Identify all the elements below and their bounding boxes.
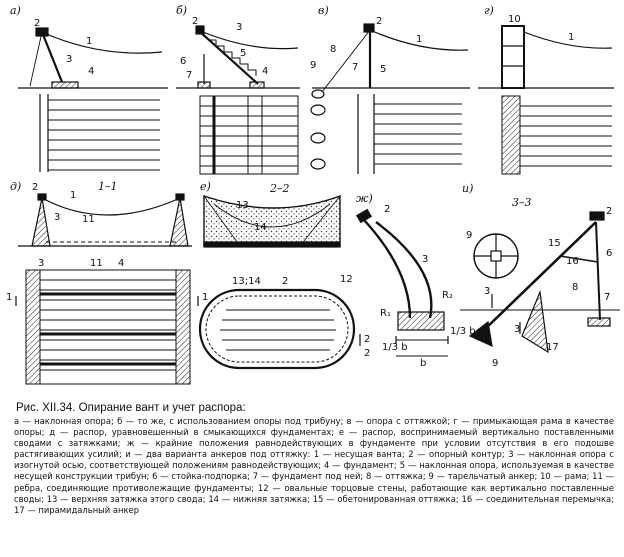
panel-zh xyxy=(355,208,449,357)
num-g-1: 1 xyxy=(568,32,574,43)
num-b-7: 7 xyxy=(186,70,192,81)
diagram-svg: а) б) в) г) д) е) ж) и) 1–1 2–2 3–3 2 1 … xyxy=(6,4,620,385)
num-i-9-plate: 9 xyxy=(466,230,472,241)
num-zh-2: 2 xyxy=(384,204,390,215)
num-zh-R2: R₂ xyxy=(442,290,453,301)
callout-numbers: 2 1 3 4 2 3 6 5 4 7 2 1 8 9 7 5 10 1 2 1… xyxy=(6,14,612,369)
num-i-3-top: 3 xyxy=(484,286,490,297)
section-label-3-3: 3–3 xyxy=(512,196,532,209)
num-e-13: 13 xyxy=(236,200,249,211)
section-label-2-2: 2–2 xyxy=(269,182,290,195)
num-e-14: 14 xyxy=(254,222,267,233)
label-panel-i: и) xyxy=(462,182,473,195)
num-b-4: 4 xyxy=(262,66,268,77)
label-panel-zh: ж) xyxy=(356,192,373,205)
num-i-6: 6 xyxy=(606,248,612,259)
num-a-3: 3 xyxy=(66,54,72,65)
num-g-10: 10 xyxy=(508,14,521,25)
num-oval-2-right: 2 xyxy=(364,334,370,345)
num-oval-13-14: 13;14 xyxy=(232,276,261,287)
num-i-16: 16 xyxy=(566,256,579,267)
num-v-2: 2 xyxy=(376,16,382,27)
num-a-2: 2 xyxy=(34,18,40,29)
num-i-3-bottom: 3 xyxy=(514,324,520,335)
num-b-3: 3 xyxy=(236,22,242,33)
label-panel-d: д) xyxy=(10,180,21,193)
label-panel-b: б) xyxy=(176,4,187,17)
num-oval-2-right-b: 2 xyxy=(364,348,370,359)
num-v-1: 1 xyxy=(416,34,422,45)
num-d-3: 3 xyxy=(54,212,60,223)
num-i-9-anchor: 9 xyxy=(492,358,498,369)
panel-a xyxy=(18,27,168,172)
num-d-3-plan: 3 xyxy=(38,258,44,269)
section-label-1-1: 1–1 xyxy=(98,180,118,193)
num-zh-R1: R₁ xyxy=(380,308,391,319)
figure-caption: Рис. XII.34. Опирание вант и учет распор… xyxy=(14,401,614,553)
num-b-6: 6 xyxy=(180,56,186,67)
num-i-15: 15 xyxy=(548,238,561,249)
num-i-8: 8 xyxy=(572,282,578,293)
figure-diagram: а) б) в) г) д) е) ж) и) 1–1 2–2 3–3 2 1 … xyxy=(6,4,620,385)
num-d-2: 2 xyxy=(32,182,38,193)
label-panel-v: в) xyxy=(318,4,329,17)
num-zh-b: b xyxy=(420,358,426,369)
num-i-7: 7 xyxy=(604,292,610,303)
num-d-4-plan: 4 xyxy=(118,258,124,269)
num-oval-12: 12 xyxy=(340,274,353,285)
num-zh-3: 3 xyxy=(422,254,428,265)
num-b-2: 2 xyxy=(192,16,198,27)
caption-title: Рис. XII.34. Опирание вант и учет распор… xyxy=(16,402,246,414)
num-i-17: 17 xyxy=(546,342,559,353)
oval-plan xyxy=(198,288,361,370)
num-zh-third-b-left: 1/3 b xyxy=(382,342,408,353)
num-d-1-right: 1 xyxy=(202,292,208,303)
num-d-11-plan: 11 xyxy=(90,258,103,269)
panel-g xyxy=(478,25,614,175)
num-v-8: 8 xyxy=(330,44,336,55)
num-oval-2: 2 xyxy=(282,276,288,287)
num-d-1-left: 1 xyxy=(6,292,12,303)
num-v-7: 7 xyxy=(352,62,358,73)
panel-b xyxy=(176,25,300,175)
panel-e xyxy=(203,194,341,248)
num-a-1: 1 xyxy=(86,36,92,47)
label-panel-a: а) xyxy=(10,4,21,17)
panel-d xyxy=(15,193,199,385)
label-panel-e: е) xyxy=(200,180,211,193)
panel-labels: а) б) в) г) д) е) ж) и) 1–1 2–2 3–3 xyxy=(10,4,532,209)
panel-v xyxy=(310,23,470,174)
panel-i xyxy=(460,211,620,354)
num-v-5: 5 xyxy=(380,64,386,75)
caption-body: а — наклонная опора; б — то же, с исполь… xyxy=(14,416,614,515)
label-panel-g: г) xyxy=(484,4,494,17)
num-a-4: 4 xyxy=(88,66,94,77)
num-d-11: 11 xyxy=(82,214,95,225)
num-i-2: 2 xyxy=(606,206,612,217)
num-v-9: 9 xyxy=(310,60,316,71)
num-d-1: 1 xyxy=(70,190,76,201)
num-zh-third-b-right: 1/3 b xyxy=(450,326,476,337)
num-b-5: 5 xyxy=(240,48,246,59)
